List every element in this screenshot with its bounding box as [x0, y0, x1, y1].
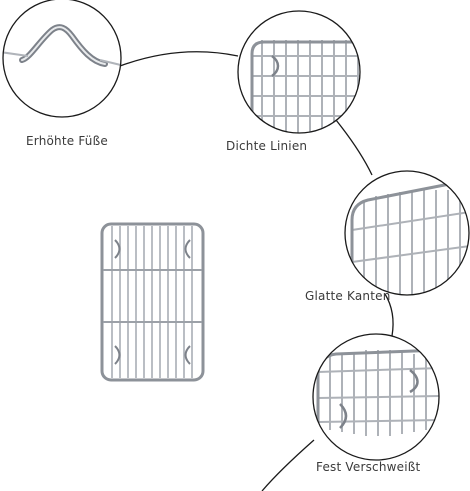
caption-dense-lines: Dichte Linien	[226, 139, 308, 153]
weld-foot-wire	[339, 403, 348, 429]
connector-lines	[119, 51, 394, 491]
caption-firmly-welded: Fest Verschweißt	[316, 460, 421, 474]
detail-circle-dense-lines	[237, 10, 361, 134]
connector-line-4	[261, 439, 315, 491]
detail-circle-firmly-welded	[312, 333, 440, 461]
detail-circle-raised-feet	[2, 0, 122, 118]
cooling-rack-image	[100, 222, 205, 382]
connector-line-2	[335, 119, 373, 176]
connector-line-1	[119, 51, 239, 67]
corner-foot-wire	[271, 55, 280, 77]
weld-foot-wire-right	[409, 369, 419, 394]
caption-raised-feet: Erhöhte Füße	[26, 134, 108, 148]
detail-circle-smooth-edges	[344, 170, 470, 296]
caption-smooth-edges: Glatte Kanten	[305, 289, 391, 303]
connector-line-3	[384, 293, 394, 337]
